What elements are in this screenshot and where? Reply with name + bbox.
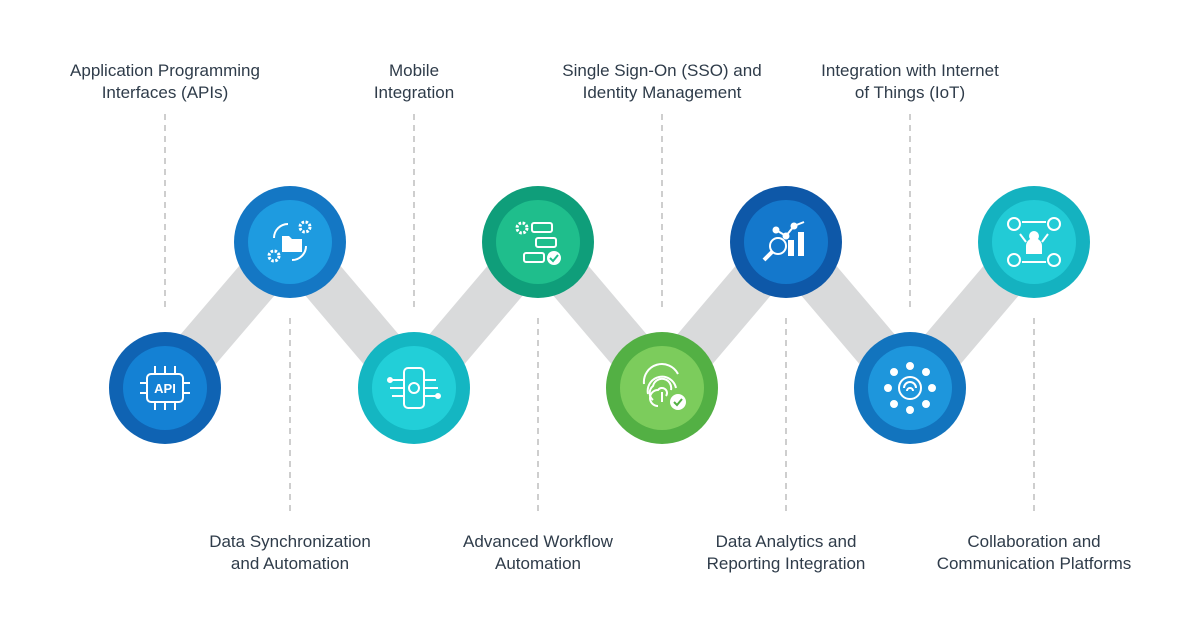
label-sso: Single Sign-On (SSO) and Identity Manage… [562,61,762,102]
iot-network-icon [884,362,936,414]
step-node-mobile [358,332,470,444]
workflow-gear-check-icon [515,221,561,265]
mobile-circuit-icon [387,367,441,409]
step-node-iot [854,332,966,444]
label-api: Application Programming Interfaces (APIs… [70,61,260,102]
step-node-data-sync [234,186,346,298]
label-analytics: Data Analytics and Reporting Integration [706,532,866,573]
step-node-analytics [730,186,842,298]
step-node-workflow [482,186,594,298]
folder-sync-gears-icon [267,220,312,263]
fingerprint-check-icon [642,363,686,410]
people-collaboration-icon [1007,217,1061,267]
node-inner-disc [496,200,580,284]
step-node-collaboration [978,186,1090,298]
label-data-sync: Data Synchronization and Automation [209,532,371,573]
step-node-sso [606,332,718,444]
api-icon-text: API [154,381,176,396]
node-inner-disc [372,346,456,430]
label-mobile: Mobile Integration [373,61,455,102]
label-iot: Integration with Internet of Things (IoT… [821,61,999,102]
label-collaboration: Collaboration and Communication Platform… [936,532,1132,573]
analytics-magnifier-icon [762,221,805,262]
step-node-api: API [109,332,221,444]
api-chip-icon: API [140,366,190,410]
dashed-leaders [164,114,1035,516]
label-workflow: Advanced Workflow Automation [463,532,613,573]
node-inner-disc [123,346,207,430]
